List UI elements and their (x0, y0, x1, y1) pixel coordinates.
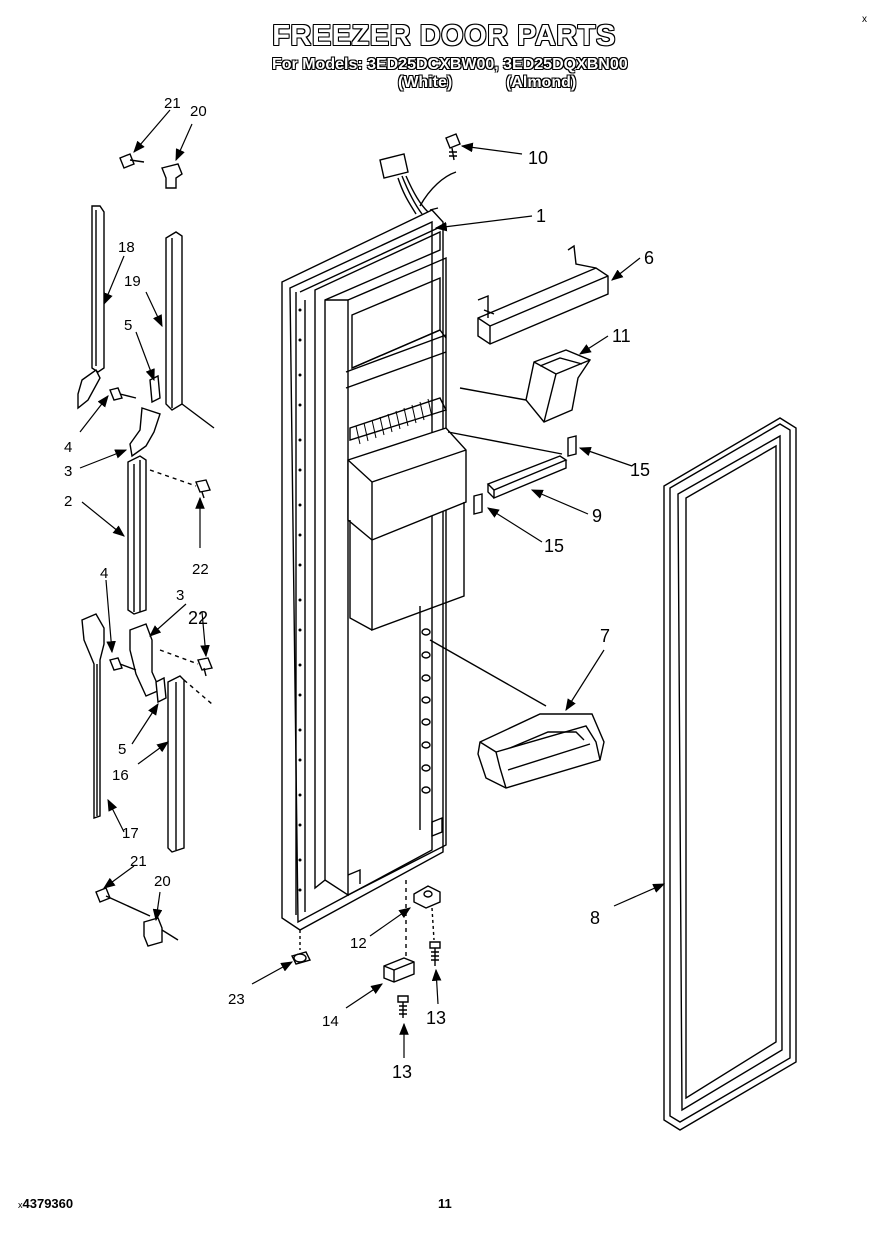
callout-22-upper: 22 (192, 561, 209, 578)
callout-6: 6 (644, 248, 654, 268)
gasket-part-8 (663, 417, 797, 1131)
corner-mark-bottom: x (18, 1200, 23, 1210)
hinge-part-12 (413, 885, 441, 909)
channel-part-19 (165, 231, 215, 429)
corner-mark-top: x (862, 14, 867, 25)
callout-11: 11 (612, 326, 631, 346)
screw-part-10 (445, 133, 461, 161)
trim-part-18 (77, 205, 105, 410)
bar-part-9 (447, 431, 568, 500)
screw-part-13-lower (397, 995, 409, 1018)
white-label: (White) (398, 74, 453, 91)
callout-14: 14 (322, 1013, 339, 1030)
bin-part-7 (429, 639, 605, 789)
callout-15-lower: 15 (544, 536, 564, 556)
page-title: FREEZER DOOR PARTS (272, 20, 616, 52)
hinge-cap-part-20-upper (161, 163, 183, 189)
callout-20-lower: 20 (154, 873, 171, 890)
callout-3-lower: 3 (176, 587, 184, 604)
screw-part-22-upper (195, 479, 211, 499)
callout-2: 2 (64, 493, 72, 510)
callout-17: 17 (122, 825, 139, 842)
callout-19: 19 (124, 273, 141, 290)
callout-4-lower: 4 (100, 565, 108, 582)
bracket-part-14 (383, 957, 415, 983)
clip-part-5-upper (149, 374, 161, 404)
callout-7: 7 (600, 626, 610, 646)
callout-22-lower: 22 (188, 608, 208, 628)
chute-part-11 (459, 349, 592, 423)
clip-part-5-lower (155, 676, 167, 704)
channel-part-16 (167, 675, 213, 853)
hinge-cap-part-20-lower (143, 917, 179, 947)
callout-18: 18 (118, 239, 135, 256)
callout-13-upper: 13 (426, 1008, 446, 1028)
freezer-door-part-1 (281, 153, 467, 965)
callout-21-lower: 21 (130, 853, 147, 870)
callout-13-lower: 13 (392, 1062, 412, 1082)
callout-21-upper: 21 (164, 95, 181, 112)
screw-part-4-lower (109, 657, 137, 671)
page-number: 11 (438, 1196, 452, 1211)
callout-10: 10 (528, 148, 548, 168)
callout-23: 23 (228, 991, 245, 1008)
screw-part-4-upper (109, 387, 137, 401)
callout-20-upper: 20 (190, 103, 207, 120)
trim-part-17 (81, 613, 105, 819)
callout-15-upper: 15 (630, 460, 650, 480)
screw-part-21-upper (119, 153, 145, 169)
screw-part-21-lower (95, 887, 151, 917)
screw-part-13-upper (429, 941, 441, 966)
callout-9: 9 (592, 506, 602, 526)
callout-12: 12 (350, 935, 367, 952)
shelf-part-6 (477, 244, 609, 345)
callout-1: 1 (536, 206, 546, 226)
hinge-part-3-lower (129, 623, 161, 697)
screw-part-22-lower (197, 657, 213, 677)
callout-3-upper: 3 (64, 463, 72, 480)
models-line: For Models: 3ED25DCXBW00, 3ED25DQXBN00 (272, 56, 628, 73)
callout-5-lower: 5 (118, 741, 126, 758)
callout-8: 8 (590, 908, 600, 928)
almond-label: (Almond) (506, 74, 577, 91)
callout-4-upper: 4 (64, 439, 72, 456)
clip-part-15-upper (567, 435, 577, 457)
hinge-part-3-upper (129, 407, 161, 458)
part-number: x4379360 (18, 1196, 74, 1211)
callout-5-upper: 5 (124, 317, 132, 334)
clip-part-15-lower (473, 493, 483, 515)
gasket-part-2 (127, 455, 147, 615)
callout-16: 16 (112, 767, 129, 784)
